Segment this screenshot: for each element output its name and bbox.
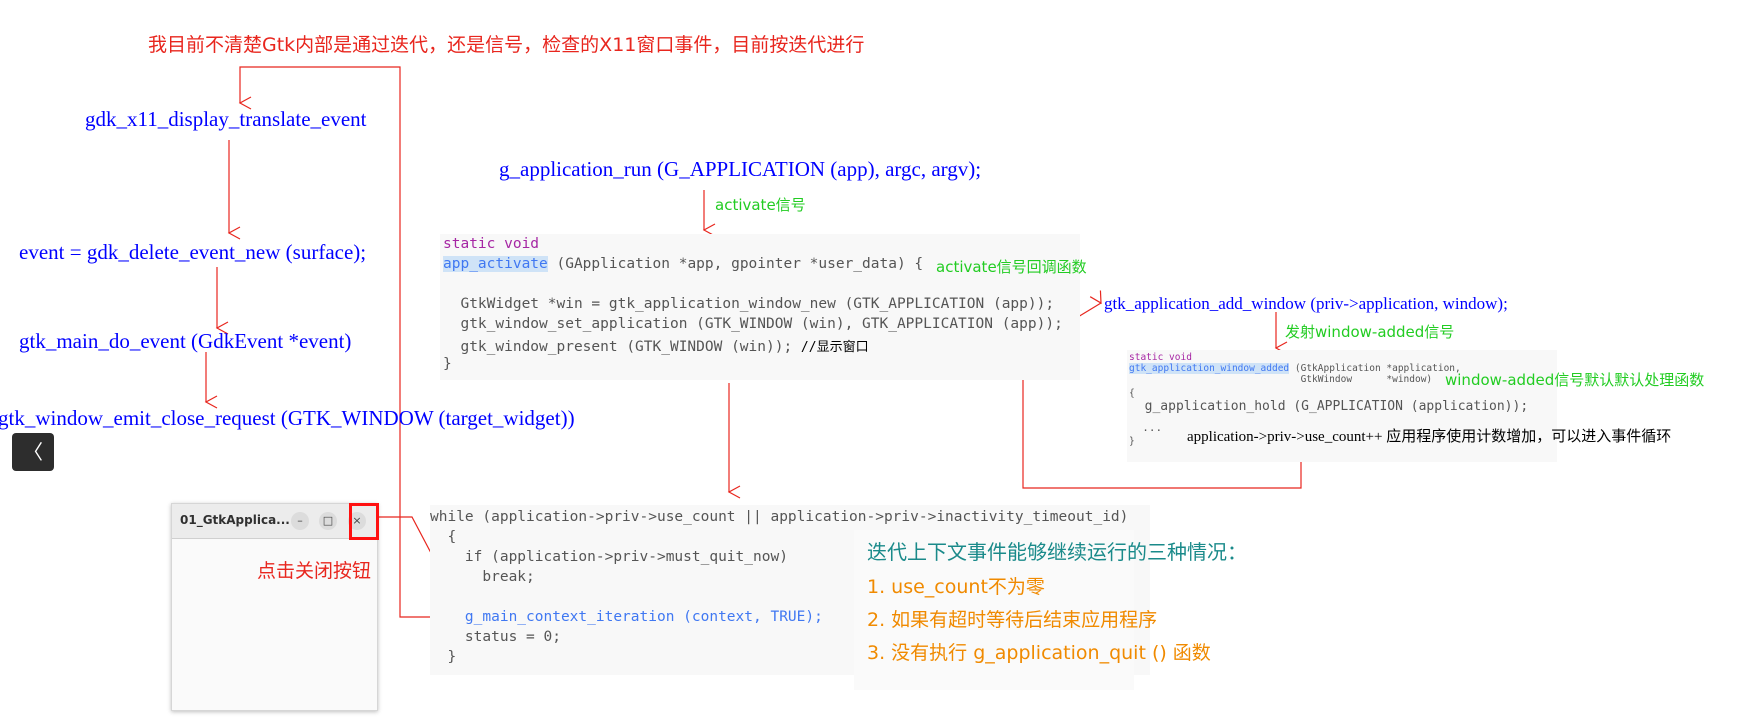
fn-translate-event: gdk_x11_display_translate_event	[85, 107, 367, 131]
activate-callback-label: activate信号回调函数	[936, 258, 1087, 276]
top-note: 我目前不清楚Gtk内部是通过迭代，还是信号，检查的X11窗口事件，目前按迭代进行	[148, 34, 865, 56]
code-line: static void	[443, 236, 540, 252]
code-line: break;	[430, 569, 535, 585]
code-line: gtk_application_window_added (GtkApplica…	[1129, 363, 1461, 374]
minimize-button[interactable]: –	[291, 512, 309, 530]
code-line: }	[443, 356, 452, 372]
code-line: app_activate (GApplication *app, gpointe…	[443, 256, 923, 272]
click-close-note: 点击关闭按钮	[257, 560, 372, 582]
fn-emit-close-request: gtk_window_emit_close_request (GTK_WINDO…	[0, 406, 575, 430]
code-line: static void	[1129, 352, 1192, 363]
code-line: g_main_context_iteration (context, TRUE)…	[430, 609, 823, 625]
activate-signal-label: activate信号	[715, 196, 806, 214]
close-button[interactable]: ×	[348, 512, 366, 530]
close-button-highlight	[349, 503, 379, 540]
code-line: ...	[1129, 421, 1163, 434]
code-line: }	[1129, 436, 1135, 447]
window-added-fn-name: gtk_application_window_added	[1129, 363, 1290, 374]
window-added-params: (GtkApplication *application,	[1289, 363, 1461, 374]
conditions-panel	[854, 530, 1134, 690]
code-line: GtkWindow *window)	[1129, 374, 1433, 385]
code-line: {	[1129, 388, 1135, 399]
fn-add-window: gtk_application_add_window (priv->applic…	[1104, 294, 1508, 313]
code-line: status = 0;	[430, 629, 561, 645]
code-line: GtkWidget *win = gtk_application_window_…	[443, 296, 1055, 312]
code-line: gtk_window_present (GTK_WINDOW (win)); /…	[443, 336, 869, 355]
conditions-title: 迭代上下文事件能够继续运行的三种情况：	[867, 540, 1247, 564]
code-line: gtk_window_set_application (GTK_WINDOW (…	[443, 316, 1063, 332]
condition-item: 1. use_count不为零	[867, 576, 1045, 598]
window-title: 01_GtkApplica...	[180, 513, 290, 527]
code-line: if (application->priv->must_quit_now)	[430, 549, 788, 565]
window-added-default-label: window-added信号默认默认处理函数	[1445, 371, 1705, 389]
present-comment: //显示窗口	[800, 340, 869, 355]
code-line: {	[430, 529, 457, 545]
app-activate-name: app_activate	[443, 256, 548, 272]
present-call: gtk_window_present (GTK_WINDOW (win));	[443, 339, 801, 355]
back-button[interactable]: 〈	[12, 433, 54, 471]
fn-main-do-event: gtk_main_do_event (GdkEvent *event)	[19, 329, 352, 353]
maximize-button[interactable]: □	[319, 512, 337, 530]
use-count-note: application->priv->use_count++ 应用程序使用计数增…	[1187, 429, 1672, 445]
app-activate-params: (GApplication *app, gpointer *user_data)…	[547, 256, 924, 272]
emit-window-added-label: 发射window-added信号	[1285, 323, 1455, 341]
window-titlebar[interactable]: 01_GtkApplica... – □ ×	[172, 504, 377, 539]
code-line: }	[430, 649, 457, 665]
condition-item: 3. 没有执行 g_application_quit () 函数	[867, 642, 1211, 664]
code-line: while (application->priv->use_count || a…	[430, 509, 1129, 525]
code-line: g_application_hold (G_APPLICATION (appli…	[1129, 399, 1529, 414]
activate-code-block: static void app_activate (GApplication *…	[440, 234, 1080, 380]
fn-application-run: g_application_run (G_APPLICATION (app), …	[499, 157, 982, 181]
fn-delete-event-new: event = gdk_delete_event_new (surface);	[19, 240, 367, 264]
window-added-code-block: static void gtk_application_window_added…	[1127, 350, 1557, 462]
condition-item: 2. 如果有超时等待后结束应用程序	[867, 609, 1158, 631]
app-window: 01_GtkApplica... – □ ×	[171, 503, 378, 711]
